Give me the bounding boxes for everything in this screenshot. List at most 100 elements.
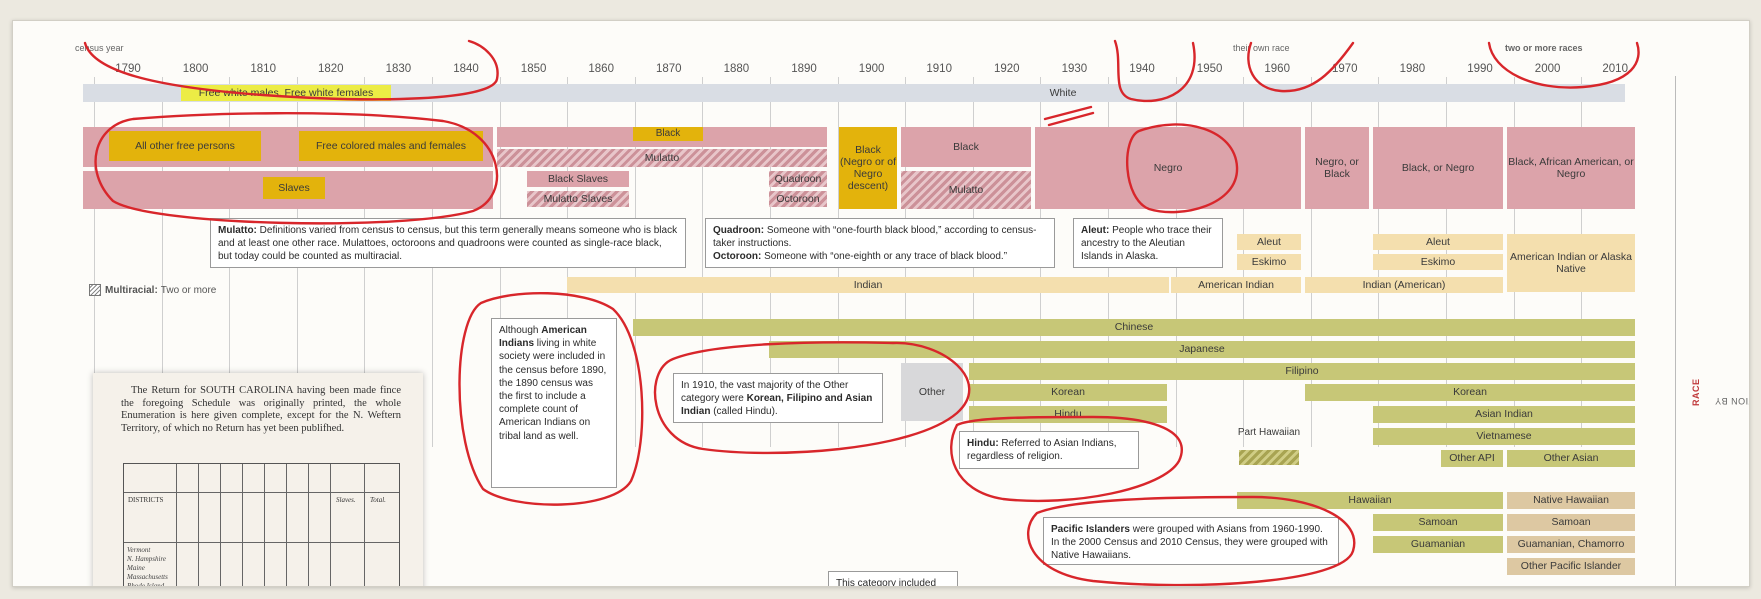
top-cut-text-left: census year (75, 43, 124, 53)
band-black-african-american: Black, African American, or Negro (1507, 127, 1635, 209)
year-label-1940: 1940 (1129, 63, 1155, 75)
note-american-indians-term: American Indians (499, 325, 587, 350)
year-label-1890: 1890 (791, 63, 817, 75)
band-other-api: Other API (1441, 450, 1503, 467)
band-mulatto-1910: Mulatto (901, 171, 1031, 209)
red-annotation-marks (83, 39, 1640, 586)
slash-white (1043, 105, 1095, 127)
circle-other-1910 (653, 341, 971, 455)
circle-negro (1126, 123, 1239, 214)
note-mulatto-term: Mulatto: (218, 225, 257, 236)
band-black-1900: Black (Negro or of Negro descent) (839, 127, 897, 209)
note-american-indians-text: living in white society were included in… (499, 338, 607, 442)
note-hindu-text: Referred to Asian Indians, regardless of… (967, 438, 1117, 463)
note-quadroon-text: Someone with “one-fourth black blood,” a… (713, 225, 1037, 250)
band-samoan-2000: Samoan (1507, 514, 1635, 531)
year-label-1990: 1990 (1467, 63, 1493, 75)
top-cut-text-right: two or more races (1505, 43, 1583, 53)
band-filipino: Filipino (969, 363, 1635, 380)
label-black-1850: Black (633, 127, 703, 141)
census-race-timeline: census year their own race two or more r… (13, 21, 1749, 587)
year-label-1860: 1860 (588, 63, 614, 75)
band-vietnamese: Vietnamese (1373, 428, 1635, 445)
side-divider (1675, 76, 1676, 586)
document-row: Vermont (127, 546, 151, 554)
year-label-1910: 1910 (926, 63, 952, 75)
census-document-photo: The Return for SOUTH CAROLINA having bee… (93, 373, 423, 587)
document-col-slaves: Slaves. (336, 496, 356, 504)
gridline-1800 (161, 77, 163, 447)
year-label-1870: 1870 (656, 63, 682, 75)
band-american-indian: American Indian (1171, 277, 1301, 293)
year-label-1800: 1800 (182, 63, 209, 75)
band-guamanian: Guamanian (1373, 536, 1503, 553)
document-row: N. Hampshire (127, 555, 167, 563)
circle-early-black (94, 112, 499, 225)
band-mulatto-slaves: Mulatto Slaves (527, 191, 629, 207)
year-label-2010: 2010 (1602, 63, 1628, 75)
note-category: This category included smaller racial gr… (828, 571, 958, 586)
year-label-1810: 1810 (250, 63, 276, 75)
year-label-1920: 1920 (994, 63, 1020, 75)
band-black-or-negro: Black, or Negro (1373, 127, 1503, 209)
band-black-1910: Black (901, 127, 1031, 167)
image-frame: census year their own race two or more r… (12, 20, 1750, 587)
year-label-1830: 1830 (385, 63, 412, 75)
document-row: Rhode Island (127, 582, 165, 587)
band-indian: Indian (567, 277, 1169, 293)
legend-multiracial: Multiracial:Two or more (89, 284, 216, 296)
note-quadroon-octoroon: Quadroon: Someone with “one-fourth black… (705, 218, 1055, 268)
note-aleut: Aleut: People who trace their ancestry t… (1073, 218, 1223, 268)
year-label-1850: 1850 (520, 63, 547, 75)
document-row: Maine (127, 564, 145, 572)
year-label-1930: 1930 (1061, 63, 1088, 75)
gridline-1880 (702, 77, 704, 447)
note-aleut-text: People who trace their ancestry to the A… (1081, 225, 1212, 263)
note-quadroon-term: Quadroon: (713, 225, 765, 236)
note-mulatto-text: Definitions varied from census to census… (218, 225, 678, 263)
gridline-1790 (94, 77, 95, 447)
band-japanese: Japanese (769, 341, 1635, 358)
band-black-slaves: Black Slaves (527, 171, 629, 187)
band-aleut-1980: Aleut (1373, 234, 1503, 250)
circle-white-top (1113, 39, 1196, 103)
year-label-1970: 1970 (1332, 63, 1358, 75)
band-negro: Negro (1035, 127, 1301, 209)
band-quadroon: Quadroon (769, 171, 827, 187)
circle-early-years (83, 39, 499, 101)
top-cut-text-mid: their own race (1233, 43, 1290, 53)
band-white-row (83, 84, 1625, 102)
note-other-1910: In 1910, the vast majority of the Other … (673, 373, 883, 423)
note-pacific-islanders: Pacific Islanders were grouped with Asia… (1043, 517, 1339, 565)
document-row: Massachusetts (127, 573, 168, 581)
legend-multiracial-text: Two or more (160, 284, 217, 296)
gridline-1970 (1310, 77, 1312, 447)
band-aleut-1960: Aleut (1237, 234, 1301, 250)
note-pacific-term: Pacific Islanders (1051, 524, 1130, 535)
band-chinese: Chinese (633, 319, 1635, 336)
note-american-indians: Although American Indians living in whit… (491, 318, 617, 488)
legend-multiracial-label: Multiracial: (105, 284, 158, 296)
document-col-districts: DISTRICTS (128, 496, 164, 504)
note-hindu-term: Hindu: (967, 438, 999, 449)
year-label-1840: 1840 (453, 63, 479, 75)
band-octoroon: Octoroon (769, 191, 827, 207)
note-octoroon-term: Octoroon: (713, 251, 762, 263)
band-other-pacific-islander: Other Pacific Islander (1507, 558, 1635, 575)
year-label-1900: 1900 (858, 63, 885, 75)
band-guamanian-chamorro: Guamanian, Chamorro (1507, 536, 1635, 553)
circle-american-indians (458, 292, 644, 506)
note-other-1910-pre: In 1910, the vast majority of the Other … (681, 380, 849, 405)
circle-2000-top (1487, 41, 1640, 89)
band-eskimo-1960: Eskimo (1237, 254, 1301, 270)
note-octoroon-text: Someone with “one-eighth or any trace of… (761, 251, 1008, 263)
hatch-swatch-icon (89, 284, 101, 296)
band-other-asian: Other Asian (1507, 450, 1635, 467)
year-label-1960: 1960 (1264, 63, 1290, 75)
band-free-colored: Free colored males and females (299, 131, 483, 161)
note-hindu: Hindu: Referred to Asian Indians, regard… (959, 431, 1139, 469)
circle-pacific (1027, 495, 1356, 586)
circle-hindu (950, 415, 1183, 503)
year-label-1950: 1950 (1196, 63, 1223, 75)
note-mulatto: Mulatto: Definitions varied from census … (210, 218, 686, 268)
